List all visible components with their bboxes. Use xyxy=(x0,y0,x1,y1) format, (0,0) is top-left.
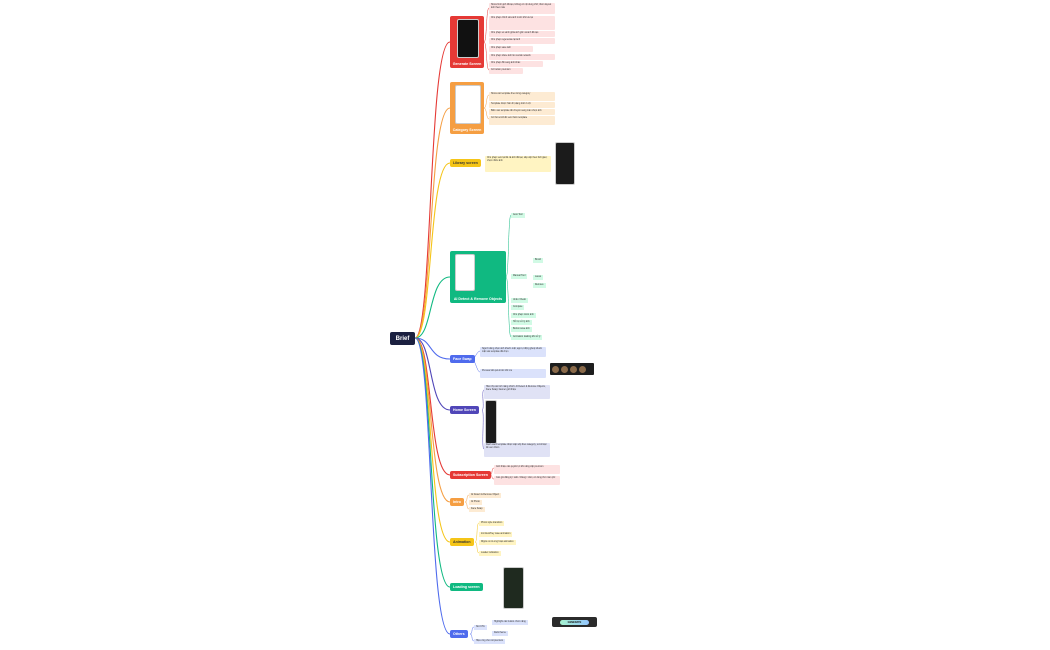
sub-connector xyxy=(505,276,512,338)
sub-connector xyxy=(483,107,490,120)
category-note: Có thể scroll để xem thêm template xyxy=(489,116,555,125)
branch-connector-generate xyxy=(414,41,451,339)
face-thumb xyxy=(561,365,568,373)
topic-subscription-screen[interactable]: Subscription Screen xyxy=(450,471,491,479)
sub-connector xyxy=(483,41,490,71)
ai-tool-item: Compare xyxy=(511,305,525,310)
branch-connector-home xyxy=(414,337,451,411)
generate-note: Cho phép chỉnh sửa ảnh trước khi lưu lại xyxy=(489,16,555,30)
animation-item: Icon/text/Key case animation xyxy=(479,532,513,537)
generate-note: Cho phép đổi sang ảnh khác xyxy=(489,61,543,67)
topic-home-screen[interactable]: Home Screen xyxy=(450,406,479,414)
intro-item: AI Detect & Remove Object xyxy=(469,493,502,498)
animation-item: Ripple on ki-ứng hoạt animation xyxy=(479,540,516,545)
intro-item: Face Swap xyxy=(469,507,485,512)
root-node[interactable]: Brief xyxy=(390,332,415,345)
home-note: Hiển thị các tính năng chính: AI Detect … xyxy=(484,385,550,399)
home-screen-thumbnail xyxy=(485,400,497,444)
sub-connector xyxy=(474,541,480,554)
ai-detect-label: AI Detect & Remove Objects xyxy=(453,297,503,301)
library-note: Cho phép xem lại tất cả ảnh đã tạo; sắp … xyxy=(485,156,551,172)
category-note: Bấm vào template để chuyển sang màn chọn… xyxy=(489,109,555,115)
sub-connector xyxy=(505,214,512,278)
generate-note: Show hình ảnh đã tạo, không có nội dung … xyxy=(489,3,555,14)
ai-tool-item: Undo / Redo xyxy=(511,298,528,303)
category-screen-thumbnail xyxy=(455,85,481,124)
sub-connector xyxy=(481,389,485,411)
topic-intro[interactable]: Intro xyxy=(450,498,464,506)
others-item: Hiệu ứng cho nút premium xyxy=(474,639,506,644)
generate-note: Cho phép regenerate lại ảnh xyxy=(489,38,555,44)
animation-item: Photo style transition xyxy=(479,521,505,526)
generate-note: Cho phép so sánh giữa ảnh gốc và ảnh đã … xyxy=(489,31,555,37)
topic-library-screen[interactable]: Library screen xyxy=(450,159,481,167)
ai-tool-item: Hỗ trợ xử lý ảnh xyxy=(511,320,532,325)
topic-face-swap[interactable]: Face Swap xyxy=(450,355,475,363)
branch-connector-library xyxy=(414,162,451,339)
topic-animation[interactable]: Animation xyxy=(450,538,474,546)
subscription-note: Giới thiệu các quyền lợi khi nâng cấp pr… xyxy=(494,465,560,474)
generate-note: Có button premium xyxy=(489,68,523,74)
category-screen-label: Category Screen xyxy=(452,128,482,132)
ai-tool-item: Manual Tool xyxy=(511,274,528,279)
ai-tool-item: Lasso xyxy=(533,275,544,280)
ai-tool-item: Animation loading khi xử lý xyxy=(511,335,543,340)
topic-others[interactable]: Others xyxy=(450,630,468,638)
faceswap-note: Người dùng chọn ảnh khuôn mặt; app tự độ… xyxy=(480,347,546,357)
sub-connector xyxy=(469,633,475,642)
home-note: Danh sách template được sắp xếp theo cat… xyxy=(484,443,550,457)
sub-connector xyxy=(469,626,475,635)
others-item: Nút CTA xyxy=(474,625,487,630)
intro-item: AI Photo xyxy=(469,500,482,505)
animation-item: Loader indication xyxy=(479,551,501,556)
loading-screen-thumbnail xyxy=(503,567,524,609)
face-thumb xyxy=(570,365,577,373)
ai-detect-thumbnail xyxy=(455,254,475,291)
sub-connector xyxy=(483,7,490,43)
branch-connector-ai xyxy=(414,276,451,339)
topic-loading-screen[interactable]: Loading screen xyxy=(450,583,483,591)
ai-tool-item: Remove xyxy=(533,283,546,288)
branch-connector-faceswap xyxy=(414,337,451,360)
generate-button-label: GENERATE xyxy=(559,619,590,625)
generate-screen-card[interactable]: Generate Screen xyxy=(450,16,484,68)
generate-screen-thumbnail xyxy=(457,19,479,58)
generate-note: Cho phép share ảnh lên social network xyxy=(489,54,555,60)
branch-connector-category xyxy=(414,107,451,339)
category-screen-card[interactable]: Category Screen xyxy=(450,82,484,134)
others-item: Dark theme xyxy=(492,631,508,636)
sub-connector xyxy=(474,522,480,543)
branch-connector-animation xyxy=(414,337,451,543)
sub-connector xyxy=(481,409,485,450)
face-thumb xyxy=(579,365,586,373)
sub-connector xyxy=(483,94,490,109)
category-note: Template được hiển thị dạng lưới 2 cột xyxy=(489,102,555,108)
faceswap-note: Preview kết quả trước khi lưu xyxy=(480,369,546,378)
generate-button-preview: GENERATE xyxy=(552,617,597,627)
face-thumb xyxy=(552,365,559,373)
ai-tool-item: Brush xyxy=(533,258,544,263)
others-item: Highlight các button chức năng xyxy=(492,620,528,625)
category-note: Show các template theo từng category xyxy=(489,92,555,101)
library-thumbnail xyxy=(555,142,575,185)
faceswap-template-strip xyxy=(550,363,594,375)
generate-screen-label: Generate Screen xyxy=(452,62,482,66)
branch-connector-others xyxy=(414,337,451,635)
ai-tool-item: Cho phép zoom ảnh xyxy=(511,313,536,318)
ai-tool-item: Auto Tool xyxy=(511,213,525,218)
generate-note: Cho phép save ảnh xyxy=(489,46,533,52)
sub-connector xyxy=(464,494,470,503)
ai-tool-item: Button save ảnh xyxy=(511,327,532,332)
ai-detect-card[interactable]: AI Detect & Remove Objects xyxy=(450,251,506,303)
sub-connector xyxy=(464,501,470,510)
subscription-note: Các gói đăng ký: tuần / tháng / năm; có … xyxy=(494,476,560,485)
